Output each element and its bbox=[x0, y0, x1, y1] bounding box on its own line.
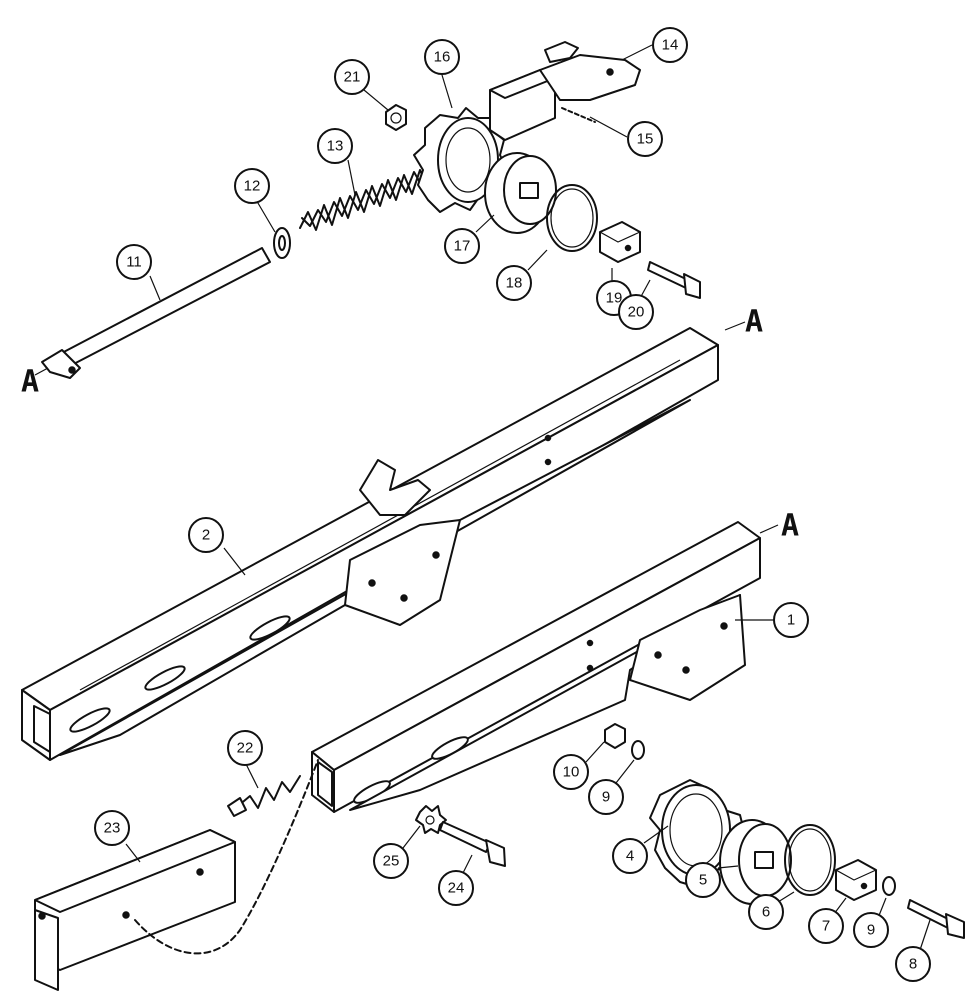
svg-text:20: 20 bbox=[628, 304, 645, 321]
callout-15: 15 bbox=[627, 121, 663, 157]
callout-12: 12 bbox=[234, 168, 270, 204]
callout-6: 6 bbox=[748, 894, 784, 930]
callout-14: 14 bbox=[652, 27, 688, 63]
callout-13: 13 bbox=[317, 128, 353, 164]
tension-rod-11 bbox=[41, 247, 271, 379]
svg-text:10: 10 bbox=[563, 764, 580, 781]
svg-text:7: 7 bbox=[822, 918, 830, 935]
frame-rail-2 bbox=[21, 327, 719, 761]
svg-text:11: 11 bbox=[126, 254, 142, 271]
roller-5 bbox=[719, 819, 792, 905]
svg-text:25: 25 bbox=[383, 853, 400, 870]
svg-text:12: 12 bbox=[244, 178, 261, 195]
callout-9-upper: 9 bbox=[588, 779, 624, 815]
svg-text:14: 14 bbox=[662, 37, 679, 54]
svg-text:22: 22 bbox=[237, 740, 254, 757]
svg-text:24: 24 bbox=[448, 880, 465, 897]
extension-tube-23 bbox=[34, 829, 236, 991]
leader-lines bbox=[34, 44, 931, 951]
svg-text:5: 5 bbox=[699, 872, 707, 889]
bolt-24 bbox=[439, 821, 506, 867]
callout-23: 23 bbox=[94, 810, 130, 846]
svg-text:16: 16 bbox=[434, 49, 451, 66]
threaded-pin-22 bbox=[227, 775, 301, 817]
block-19 bbox=[598, 221, 642, 263]
svg-text:4: 4 bbox=[626, 848, 634, 865]
bolt-20 bbox=[647, 261, 701, 299]
block-7 bbox=[834, 859, 878, 901]
svg-text:2: 2 bbox=[202, 527, 210, 544]
svg-text:19: 19 bbox=[606, 290, 623, 307]
callout-18: 18 bbox=[496, 265, 532, 301]
callout-5: 5 bbox=[685, 862, 721, 898]
callout-17: 17 bbox=[444, 228, 480, 264]
roller-17 bbox=[484, 152, 557, 234]
callout-20: 20 bbox=[618, 294, 654, 330]
washer-9-lower bbox=[882, 876, 896, 896]
svg-text:18: 18 bbox=[506, 275, 523, 292]
connector-a-lower: A bbox=[781, 509, 799, 544]
callout-8: 8 bbox=[895, 946, 931, 982]
yoke-bracket-14 bbox=[489, 41, 641, 141]
washer-12 bbox=[273, 227, 291, 259]
callout-9-lower: 9 bbox=[853, 912, 889, 948]
callout-25: 25 bbox=[373, 843, 409, 879]
snap-ring-18 bbox=[546, 184, 598, 252]
svg-text:6: 6 bbox=[762, 904, 770, 921]
callout-10: 10 bbox=[553, 754, 589, 790]
sprocket-16 bbox=[413, 107, 507, 213]
svg-text:1: 1 bbox=[787, 612, 795, 629]
nut-21 bbox=[385, 104, 407, 131]
callout-1: 1 bbox=[773, 602, 809, 638]
callout-2: 2 bbox=[188, 517, 224, 553]
svg-text:9: 9 bbox=[602, 789, 610, 806]
washer-9-upper bbox=[631, 740, 645, 760]
connector-a-shaft: A bbox=[21, 365, 39, 400]
svg-text:21: 21 bbox=[344, 69, 361, 86]
bolt-8 bbox=[907, 899, 965, 939]
snap-ring-6 bbox=[784, 824, 836, 896]
svg-text:9: 9 bbox=[867, 922, 875, 939]
callout-4: 4 bbox=[612, 838, 648, 874]
callout-11: 11 bbox=[116, 244, 152, 280]
star-washer-25 bbox=[415, 805, 447, 834]
nut-10 bbox=[604, 723, 626, 749]
callout-16: 16 bbox=[424, 39, 460, 75]
svg-text:13: 13 bbox=[327, 138, 344, 155]
callout-21: 21 bbox=[334, 59, 370, 95]
connector-a-upper: A bbox=[745, 305, 763, 340]
callout-24: 24 bbox=[438, 870, 474, 906]
pin-15 bbox=[561, 107, 596, 123]
svg-text:15: 15 bbox=[637, 131, 654, 148]
svg-text:17: 17 bbox=[454, 238, 471, 255]
frame-rail-1 bbox=[311, 521, 761, 813]
svg-text:8: 8 bbox=[909, 956, 917, 973]
callout-22: 22 bbox=[227, 730, 263, 766]
connector-dashed-line bbox=[134, 759, 319, 955]
svg-text:23: 23 bbox=[104, 820, 121, 837]
callout-7: 7 bbox=[808, 908, 844, 944]
